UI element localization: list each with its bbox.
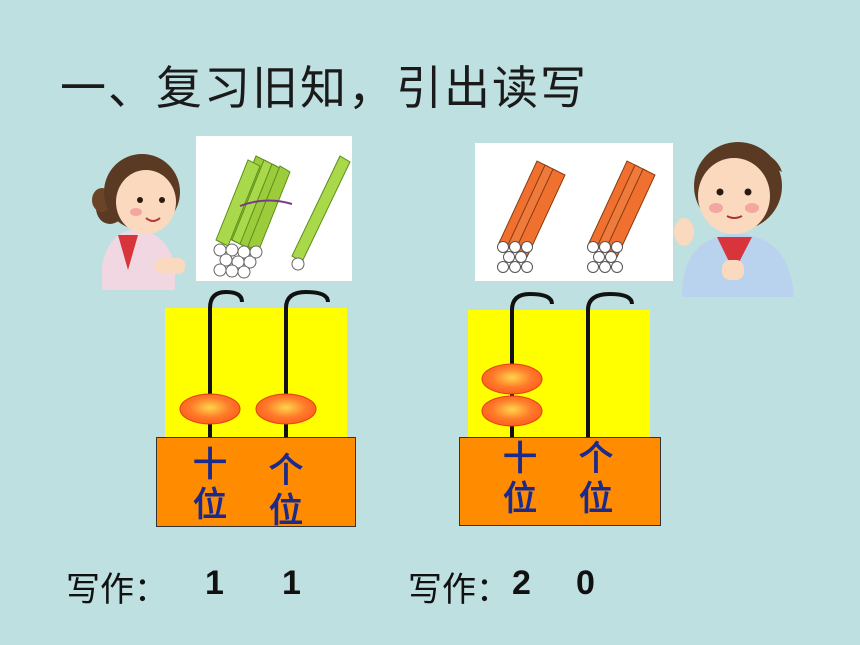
orange-sticks-image — [475, 143, 673, 281]
right-tens-rod — [510, 291, 554, 440]
right-tens-bead — [481, 363, 543, 395]
left-ones-rod — [284, 289, 330, 438]
right-ones-label-top: 个 — [579, 439, 613, 479]
left-ones-bead — [255, 393, 317, 425]
left-abacus-rods — [208, 289, 330, 438]
right-ones-digit: 0 — [576, 564, 595, 602]
right-abacus-rods — [510, 291, 634, 440]
right-abacus-beads — [481, 363, 543, 427]
girl-illustration — [92, 154, 185, 290]
right-tens-bead — [481, 395, 543, 427]
stick-bundle-picture — [213, 155, 351, 279]
left-tens-label-top: 十 — [193, 445, 227, 485]
left-write-label: 写作： — [66, 570, 168, 610]
right-tens-label-top: 十 — [503, 439, 537, 479]
boy-illustration — [674, 142, 794, 297]
slide-title: 一、复习旧知，引出读写 — [60, 61, 588, 115]
left-ones-label-top: 个 — [269, 451, 303, 491]
right-write-label: 写作： — [408, 570, 510, 610]
left-abacus-base — [156, 437, 356, 527]
left-ones-label-bottom: 位 — [269, 491, 303, 531]
left-tens-bead — [179, 393, 241, 425]
left-tens-digit: 1 — [205, 564, 224, 602]
two-bundles-picture — [497, 160, 656, 273]
green-sticks-image — [196, 136, 352, 281]
right-abacus-base — [459, 437, 661, 526]
right-tens-digit: 2 — [512, 564, 531, 602]
right-tens-label-bottom: 位 — [503, 479, 537, 519]
left-tens-label-bottom: 位 — [193, 485, 227, 525]
left-abacus-beads — [179, 393, 317, 425]
right-ones-label-bottom: 位 — [579, 479, 613, 519]
left-ones-digit: 1 — [282, 564, 301, 602]
left-tens-rod — [208, 289, 244, 438]
right-ones-rod — [586, 291, 634, 440]
